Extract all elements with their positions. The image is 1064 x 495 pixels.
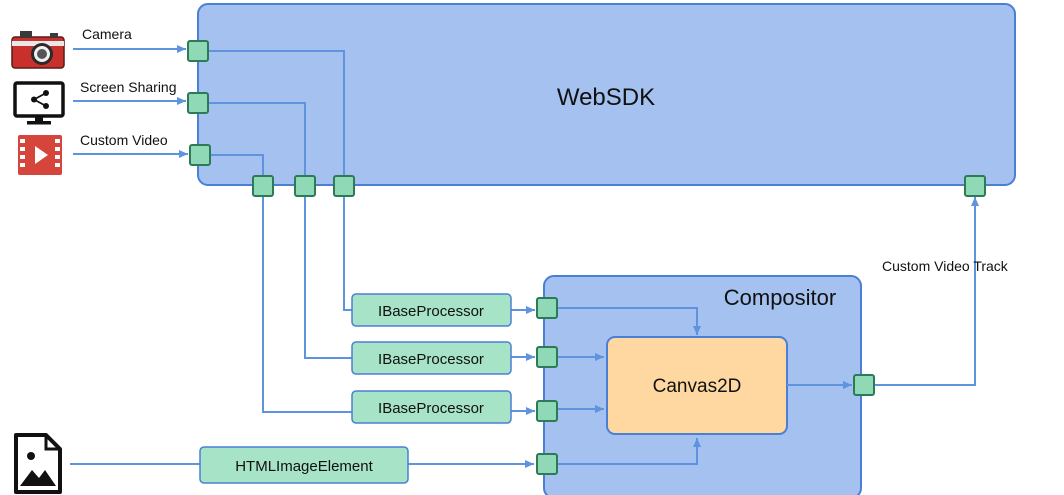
screen-port (187, 92, 209, 114)
processor-box-3 (351, 390, 512, 424)
websdk-in-port (964, 175, 986, 197)
processor-label-3: IBaseProcessor (378, 400, 484, 417)
compositor-in-port-3 (536, 400, 558, 422)
image-element-label: HTMLImageElement (235, 458, 373, 475)
compositor-in-port-1 (536, 297, 558, 319)
canvas2d-label: Canvas2D (653, 376, 742, 397)
processor-box-2 (351, 341, 512, 375)
image-file-icon (14, 433, 62, 494)
camera-port (187, 40, 209, 62)
port-1-to-canvas (557, 307, 701, 335)
screen-internal-route (208, 102, 306, 176)
custom-internal-route (210, 154, 264, 176)
websdk-title: WebSDK (557, 84, 655, 111)
custom-video-track-route (874, 197, 979, 386)
compositor-out-port (853, 374, 875, 396)
camera-icon (11, 31, 65, 69)
camera-internal-route (208, 50, 345, 176)
video-file-icon (18, 135, 62, 175)
custom-video-label: Custom Video (80, 132, 168, 148)
websdk-out-port-3 (333, 175, 355, 197)
route-to-processor-1 (343, 196, 352, 311)
compositor-in-port-2 (536, 346, 558, 368)
processor-label-1: IBaseProcessor (378, 303, 484, 320)
websdk-out-port-2 (294, 175, 316, 197)
route-to-processor-2 (304, 196, 352, 359)
processor-label-2: IBaseProcessor (378, 351, 484, 368)
camera-label: Camera (82, 26, 132, 42)
compositor-in-port-4 (536, 453, 558, 475)
processor-stack: IBaseProcessor IBaseProcessor IBaseProce… (351, 293, 512, 424)
custom-video-port (189, 144, 211, 166)
custom-video-track-label: Custom Video Track (882, 258, 1009, 274)
route-to-processor-3 (262, 196, 352, 413)
screen-sharing-label: Screen Sharing (80, 79, 177, 95)
port-4-to-canvas (557, 438, 701, 465)
image-element-box (199, 446, 409, 484)
compositor-title: Compositor (724, 285, 836, 310)
websdk-out-port-1 (252, 175, 274, 197)
screen-share-icon (13, 81, 65, 125)
processor-box-1 (351, 293, 512, 327)
